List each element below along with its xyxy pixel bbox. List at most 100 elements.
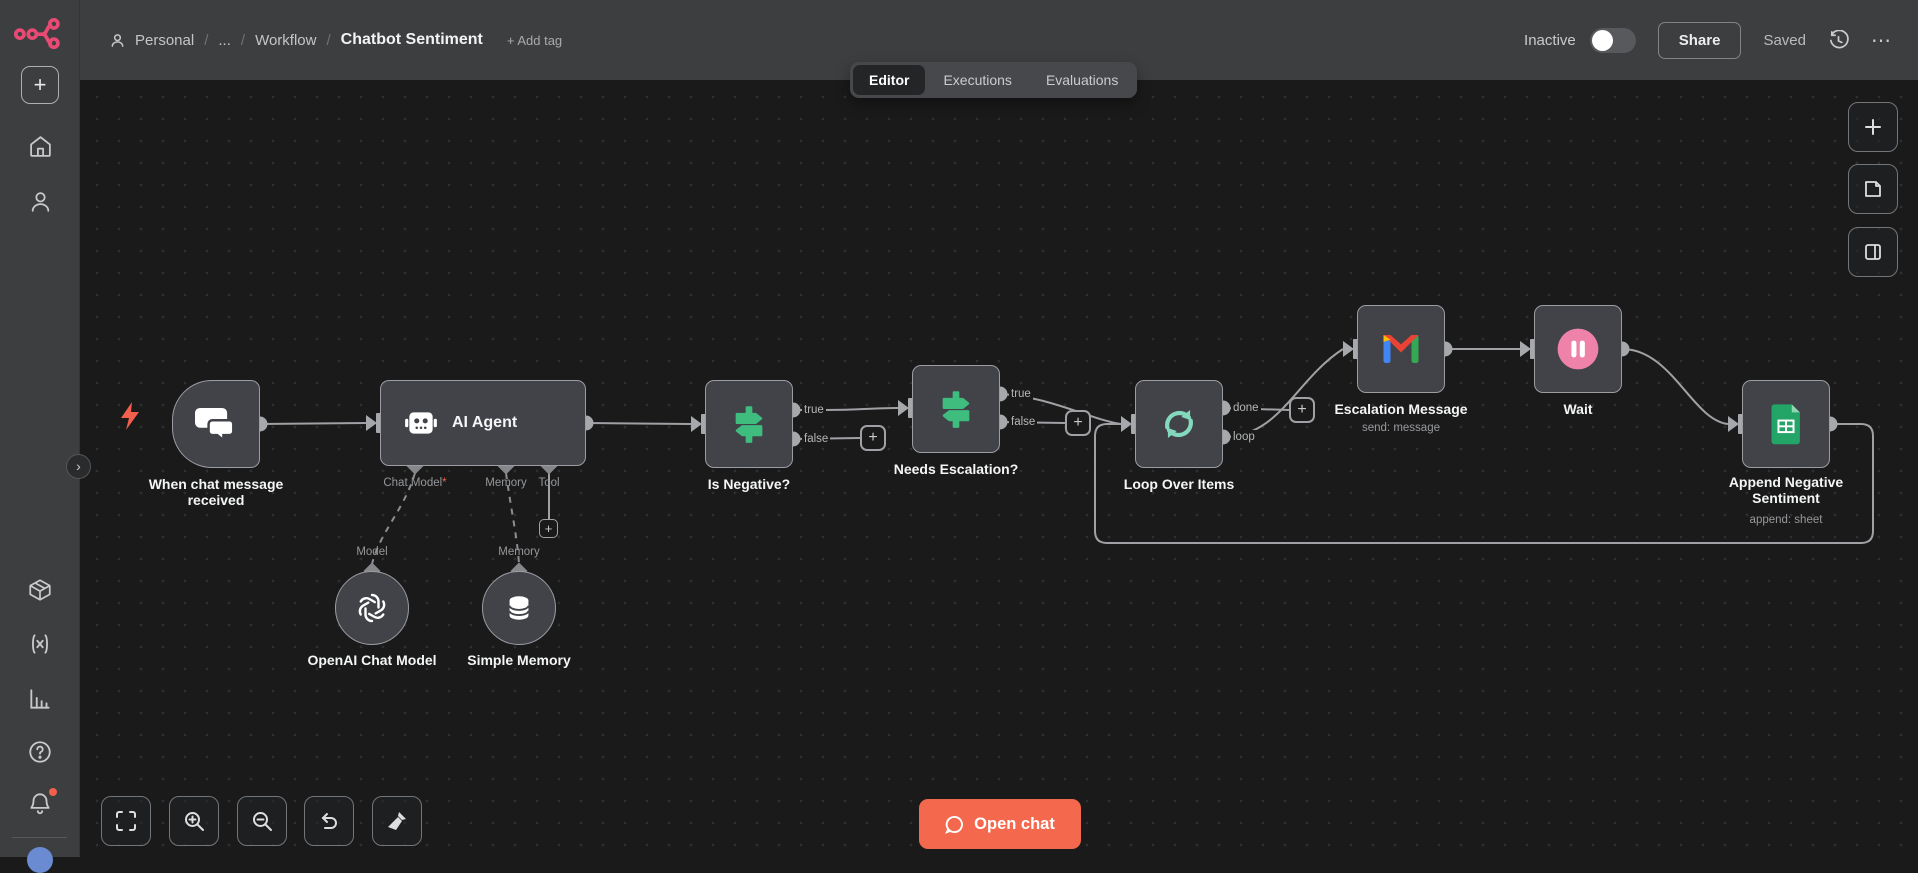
- zoom-in-icon: [185, 812, 204, 831]
- more-options-button[interactable]: ⋯: [1871, 29, 1892, 52]
- node-label: Append Negative Sentiment: [1728, 474, 1844, 507]
- open-chat-button[interactable]: Open chat: [919, 799, 1081, 849]
- fit-view-button[interactable]: [101, 796, 151, 846]
- output-label-done: done: [1231, 401, 1261, 415]
- user-avatar[interactable]: [27, 847, 53, 873]
- package-icon: [29, 579, 51, 601]
- sidebar-divider: [12, 837, 67, 838]
- node-label: Simple Memory: [467, 652, 571, 668]
- breadcrumb-folder[interactable]: Workflow: [255, 31, 317, 49]
- node-chat-trigger[interactable]: [172, 380, 260, 468]
- tab-executions[interactable]: Executions: [943, 72, 1012, 88]
- chat-bubble-icon: [945, 815, 964, 834]
- sidebar-item-notifications[interactable]: [0, 788, 80, 821]
- node-title: AI Agent: [452, 414, 518, 431]
- workflow-canvas[interactable]: true false true false done loop + + + + …: [80, 80, 1918, 857]
- database-icon: [508, 596, 530, 620]
- add-sticky-note-button[interactable]: [1848, 164, 1898, 214]
- trigger-bolt-icon: [121, 402, 139, 430]
- add-node-on-false-button[interactable]: +: [860, 425, 886, 451]
- port-label-model: Model: [356, 546, 388, 558]
- add-node-on-false-button[interactable]: +: [1065, 410, 1091, 436]
- output-label-true: true: [1009, 387, 1033, 401]
- user-icon: [111, 33, 124, 47]
- chat-bubbles-icon: [195, 407, 235, 443]
- output-label-false: false: [1009, 415, 1038, 429]
- port-label-memory: Memory: [485, 477, 527, 489]
- activation-toggle[interactable]: [1589, 27, 1636, 53]
- activation-status-label: Inactive: [1524, 31, 1576, 49]
- new-workflow-button[interactable]: +: [21, 66, 59, 104]
- robot-icon: [405, 412, 437, 434]
- node-wait[interactable]: [1534, 305, 1622, 393]
- google-sheets-icon: [1771, 404, 1800, 445]
- zoom-in-button[interactable]: [169, 796, 219, 846]
- notification-badge: [49, 788, 57, 796]
- sidebar-item-templates[interactable]: [0, 577, 80, 603]
- left-sidebar: +: [0, 0, 80, 873]
- fit-view-icon: [116, 811, 136, 831]
- tab-evaluations[interactable]: Evaluations: [1045, 72, 1119, 88]
- broom-icon: [388, 812, 406, 830]
- undo-icon: [321, 813, 337, 829]
- undo-button[interactable]: [304, 796, 354, 846]
- node-label: Escalation Message: [1334, 401, 1468, 417]
- view-tabs: Editor Executions Evaluations: [850, 62, 1138, 98]
- bell-icon: [30, 793, 50, 815]
- node-simple-memory[interactable]: [482, 571, 556, 645]
- plus-icon: [1865, 119, 1881, 135]
- add-tool-button[interactable]: +: [539, 519, 558, 538]
- node-label: Needs Escalation?: [893, 461, 1019, 477]
- node-subtitle: send: message: [1362, 422, 1440, 434]
- breadcrumb-ellipsis[interactable]: ...: [218, 31, 231, 49]
- sidebar-item-variables[interactable]: [0, 631, 80, 657]
- output-label-false: false: [802, 432, 831, 446]
- zoom-out-button[interactable]: [237, 796, 287, 846]
- node-loop-over-items[interactable]: [1135, 380, 1223, 468]
- node-ai-agent[interactable]: AI Agent: [380, 380, 586, 466]
- sidebar-item-personal[interactable]: [0, 189, 80, 214]
- split-panel-icon: [1865, 244, 1881, 260]
- tidy-up-button[interactable]: [372, 796, 422, 846]
- workflow-title[interactable]: Chatbot Sentiment: [340, 31, 483, 48]
- share-button[interactable]: Share: [1657, 21, 1742, 59]
- port-label-chat-model: Chat Model*: [383, 477, 447, 489]
- node-needs-escalation[interactable]: [912, 365, 1000, 453]
- add-node-on-done-button[interactable]: +: [1289, 397, 1315, 423]
- breadcrumb: Personal / ... / Workflow / Chatbot Sent…: [110, 0, 562, 80]
- sidebar-item-insights[interactable]: [0, 686, 80, 712]
- open-chat-label: Open chat: [974, 814, 1055, 833]
- node-is-negative[interactable]: [705, 380, 793, 468]
- sidebar-item-overview[interactable]: [0, 134, 80, 159]
- loop-icon: [1165, 410, 1193, 438]
- port-label-tool: Tool: [538, 477, 560, 489]
- toggle-panel-button[interactable]: [1848, 227, 1898, 277]
- home-icon: [29, 136, 51, 157]
- sidebar-item-help[interactable]: [0, 739, 80, 765]
- n8n-logo: [13, 18, 60, 50]
- add-node-button[interactable]: [1848, 102, 1898, 152]
- sidebar-expand-button[interactable]: ›: [66, 454, 91, 479]
- breadcrumb-separator: /: [326, 31, 331, 49]
- breadcrumb-separator: /: [204, 31, 209, 49]
- port-label-memory: Memory: [498, 546, 540, 558]
- breadcrumb-separator: /: [240, 31, 246, 49]
- node-escalation-message[interactable]: [1357, 305, 1445, 393]
- bar-chart-icon: [30, 689, 50, 709]
- node-label: When chat message received: [148, 476, 284, 509]
- node-label: OpenAI Chat Model: [307, 652, 437, 668]
- pause-icon: [1557, 328, 1599, 370]
- node-subtitle: append: sheet: [1749, 514, 1823, 526]
- node-append-negative-sentiment[interactable]: [1742, 380, 1830, 468]
- user-icon: [31, 192, 49, 212]
- saved-status: Saved: [1763, 31, 1806, 49]
- output-label-loop: loop: [1231, 430, 1257, 444]
- node-label: Wait: [1563, 401, 1593, 417]
- node-label: Is Negative?: [707, 476, 791, 492]
- version-history-button[interactable]: [1828, 29, 1849, 51]
- tab-editor[interactable]: Editor: [853, 65, 926, 95]
- node-openai-chat-model[interactable]: [335, 571, 409, 645]
- help-icon: [29, 741, 51, 763]
- breadcrumb-project[interactable]: Personal: [135, 31, 195, 49]
- add-tag-button[interactable]: + Add tag: [506, 32, 563, 48]
